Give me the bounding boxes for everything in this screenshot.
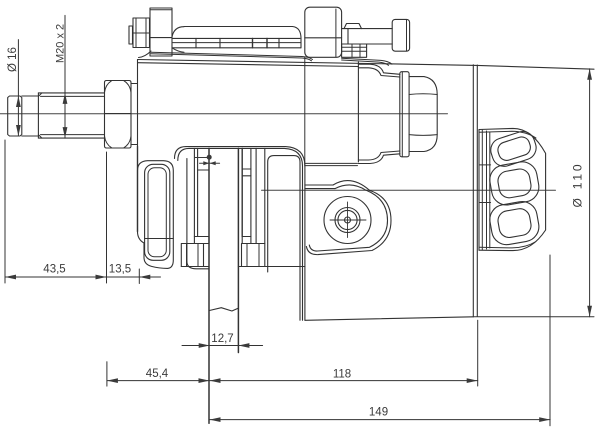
svg-text:45,4: 45,4	[146, 368, 169, 380]
svg-text:12,7: 12,7	[211, 333, 233, 345]
svg-text:118: 118	[333, 369, 351, 381]
svg-text:M20 x 2: M20 x 2	[55, 24, 67, 63]
svg-text:Ø 110: Ø 110	[571, 162, 585, 208]
svg-text:Ø 16: Ø 16	[7, 47, 19, 72]
svg-text:43,5: 43,5	[43, 264, 65, 276]
svg-text:149: 149	[369, 407, 388, 419]
svg-text:13,5: 13,5	[109, 264, 131, 276]
